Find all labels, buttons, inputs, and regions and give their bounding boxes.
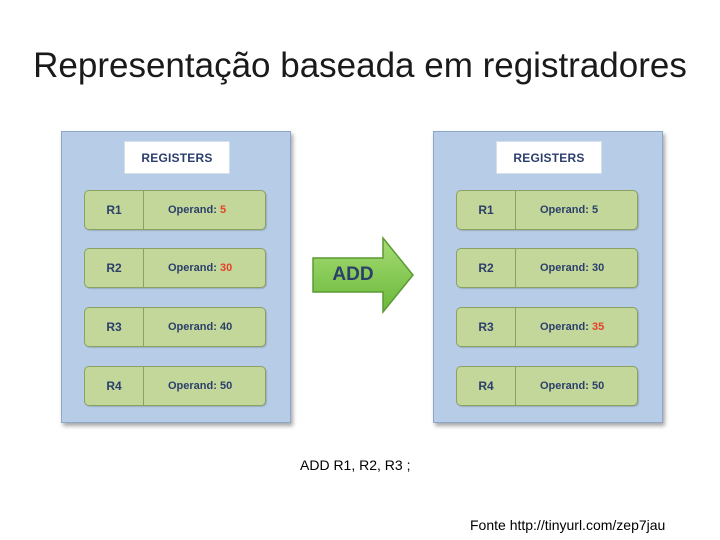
add-arrow-icon	[312, 236, 414, 314]
register-r3: R3 Operand: 40	[84, 307, 266, 347]
operand-value: 30	[219, 262, 233, 274]
register-name: R4	[85, 367, 144, 405]
register-r2: R2 Operand: 30	[456, 248, 638, 288]
instruction-caption: ADD R1, R2, R3 ;	[300, 457, 411, 473]
operand-label: Operand:	[540, 321, 589, 333]
operand-value: 40	[219, 321, 233, 333]
register-operand: Operand: 30	[144, 262, 265, 274]
operation-label: ADD	[332, 264, 374, 285]
operand-label: Operand:	[540, 262, 589, 274]
operand-value: 50	[591, 380, 605, 392]
registers-header: REGISTERS	[496, 141, 602, 174]
register-r1: R1 Operand: 5	[84, 190, 266, 230]
registers-panel-before: REGISTERS R1 Operand: 5 R2 Operand: 30 R…	[61, 131, 291, 423]
register-name: R1	[85, 191, 144, 229]
operand-label: Operand:	[168, 204, 217, 216]
register-r3: R3 Operand: 35	[456, 307, 638, 347]
register-operand: Operand: 35	[516, 321, 637, 333]
registers-panel-after: REGISTERS R1 Operand: 5 R2 Operand: 30 R…	[433, 131, 663, 423]
register-operand: Operand: 50	[144, 380, 265, 392]
operand-label: Operand:	[540, 380, 589, 392]
operand-value: 5	[591, 204, 599, 216]
register-operand: Operand: 5	[144, 204, 265, 216]
operand-value: 35	[591, 321, 605, 333]
register-operand: Operand: 30	[516, 262, 637, 274]
operand-label: Operand:	[540, 204, 589, 216]
registers-header: REGISTERS	[124, 141, 230, 174]
register-operand: Operand: 5	[516, 204, 637, 216]
register-name: R4	[457, 367, 516, 405]
register-r4: R4 Operand: 50	[456, 366, 638, 406]
register-name: R3	[457, 308, 516, 346]
register-r4: R4 Operand: 50	[84, 366, 266, 406]
operand-value: 30	[591, 262, 605, 274]
register-name: R3	[85, 308, 144, 346]
source-citation: Fonte http://tinyurl.com/zep7jau	[470, 517, 666, 533]
operand-label: Operand:	[168, 380, 217, 392]
operand-label: Operand:	[168, 321, 217, 333]
register-diagram: REGISTERS R1 Operand: 5 R2 Operand: 30 R…	[56, 124, 672, 432]
register-name: R2	[85, 249, 144, 287]
register-name: R2	[457, 249, 516, 287]
register-name: R1	[457, 191, 516, 229]
register-operand: Operand: 50	[516, 380, 637, 392]
register-operand: Operand: 40	[144, 321, 265, 333]
operand-label: Operand:	[168, 262, 217, 274]
register-r2: R2 Operand: 30	[84, 248, 266, 288]
operand-value: 50	[219, 380, 233, 392]
register-r1: R1 Operand: 5	[456, 190, 638, 230]
operand-value: 5	[219, 204, 227, 216]
slide-title: Representação baseada em registradores	[33, 46, 687, 85]
